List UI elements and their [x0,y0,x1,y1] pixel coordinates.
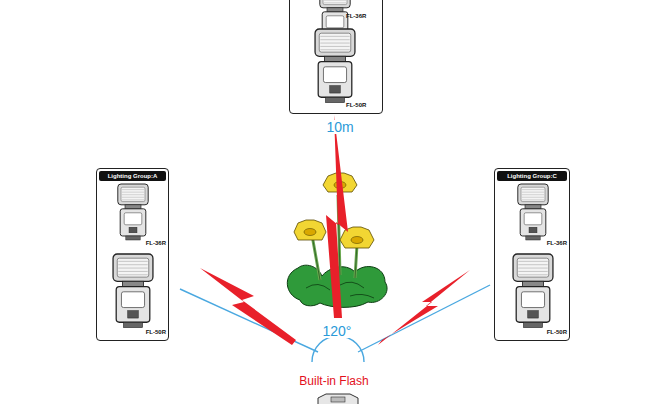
flash-illustration [97,169,170,342]
angle-arc [312,336,364,362]
flash-unit-icon [320,0,350,43]
group-header: Lighting Group:C [497,171,567,181]
signal-bolt [200,115,470,345]
flash-group-panel: Lighting Group:C FL-36R FL-50R [494,168,570,341]
distance-label: 10m [325,120,354,134]
model-label: FL-36R [547,240,567,246]
model-label: FL-36R [146,240,166,246]
group-header: Lighting Group:A [99,171,166,181]
model-label: FL-50R [346,102,366,108]
model-label: FL-50R [547,329,567,335]
flash-unit-icon [113,254,153,328]
flash-unit-icon [118,184,148,240]
flash-illustration [290,0,384,115]
model-label: FL-50R [146,329,166,335]
camera-icon [318,394,358,404]
flash-group-panel: Lighting Group:A FL-36R FL-50R [96,168,169,341]
model-label: FL-36R [346,13,366,19]
flash-label: Built-in Flash [298,375,369,387]
flash-unit-icon [315,29,355,103]
flash-illustration [495,169,571,342]
flash-unit-icon [518,184,548,240]
angle-label: 120° [322,324,353,338]
flash-group-panel: FL-36R FL-50R [289,0,383,114]
flash-unit-icon [513,254,553,328]
